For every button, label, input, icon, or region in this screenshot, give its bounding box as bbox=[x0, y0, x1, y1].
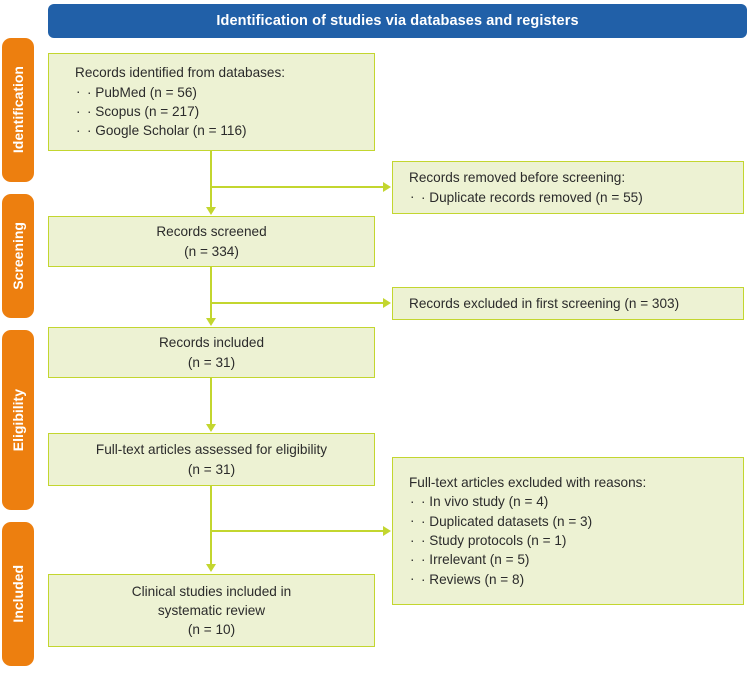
box-final-included-line3: (n = 10) bbox=[187, 622, 236, 638]
arrowhead-included-to-fulltext bbox=[206, 424, 216, 432]
box-records-removed-before-screening: Records removed before screening: · Dupl… bbox=[392, 161, 744, 214]
box-fulltext-excluded-title: Full-text articles excluded with reasons… bbox=[409, 475, 647, 491]
box-records-screened-line2: (n = 334) bbox=[184, 243, 239, 259]
stage-label-eligibility: Eligibility bbox=[2, 330, 34, 510]
box-final-included-line2: systematic review bbox=[157, 602, 266, 618]
connector-screened-to-excluded bbox=[210, 302, 384, 304]
list-item: · Scopus (n = 217) bbox=[75, 101, 374, 121]
list-item: · Irrelevant (n = 5) bbox=[409, 550, 743, 570]
diagram-header-banner: Identification of studies via databases … bbox=[48, 4, 747, 38]
list-item: · Reviews (n = 8) bbox=[409, 569, 743, 589]
list-item: · Duplicated datasets (n = 3) bbox=[409, 511, 743, 531]
box-records-screened-line1: Records screened bbox=[156, 224, 267, 240]
box-records-included-line1: Records included bbox=[158, 335, 265, 351]
connector-identified-to-removed bbox=[210, 186, 384, 188]
box-records-screened: Records screened (n = 334) bbox=[48, 216, 375, 267]
list-item: · In vivo study (n = 4) bbox=[409, 492, 743, 512]
box-fulltext-assessed-line1: Full-text articles assessed for eligibil… bbox=[95, 442, 328, 458]
box-records-included-line2: (n = 31) bbox=[187, 354, 236, 370]
box-records-removed-title: Records removed before screening: bbox=[409, 170, 626, 186]
connector-identified-to-screened bbox=[210, 151, 212, 209]
list-item: · Study protocols (n = 1) bbox=[409, 530, 743, 550]
stage-label-screening-text: Screening bbox=[10, 222, 26, 290]
box-records-identified: Records identified from databases: · Pub… bbox=[48, 53, 375, 151]
list-item: · Duplicate records removed (n = 55) bbox=[409, 187, 743, 207]
arrowhead-fulltext-to-final bbox=[206, 564, 216, 572]
stage-label-eligibility-text: Eligibility bbox=[10, 388, 26, 452]
box-records-identified-list: · PubMed (n = 56) · Scopus (n = 217) · G… bbox=[75, 82, 374, 141]
connector-screened-to-included bbox=[210, 267, 212, 320]
stage-label-included-text: Included bbox=[10, 565, 26, 623]
box-fulltext-excluded-list: · In vivo study (n = 4) · Duplicated dat… bbox=[409, 492, 743, 589]
box-records-excluded-first-screening: Records excluded in first screening (n =… bbox=[392, 287, 744, 320]
box-final-included-line1: Clinical studies included in bbox=[131, 583, 292, 599]
stage-label-included: Included bbox=[2, 522, 34, 666]
box-records-included: Records included (n = 31) bbox=[48, 327, 375, 378]
connector-included-to-fulltext bbox=[210, 378, 212, 426]
arrowhead-screened-to-included bbox=[206, 318, 216, 326]
box-fulltext-excluded: Full-text articles excluded with reasons… bbox=[392, 457, 744, 605]
box-records-excluded-first-screening-text: Records excluded in first screening (n =… bbox=[409, 295, 680, 311]
box-records-identified-title: Records identified from databases: bbox=[75, 65, 286, 81]
box-fulltext-assessed: Full-text articles assessed for eligibil… bbox=[48, 433, 375, 486]
list-item: · Google Scholar (n = 116) bbox=[75, 121, 374, 141]
box-records-removed-list: · Duplicate records removed (n = 55) bbox=[409, 187, 743, 207]
arrowhead-screened-to-excluded bbox=[383, 298, 391, 308]
stage-label-identification: Identification bbox=[2, 38, 34, 182]
list-item: · PubMed (n = 56) bbox=[75, 82, 374, 102]
box-fulltext-assessed-line2: (n = 31) bbox=[187, 461, 236, 477]
arrowhead-identified-to-removed bbox=[383, 182, 391, 192]
connector-fulltext-to-final bbox=[210, 486, 212, 566]
arrowhead-fulltext-to-excluded bbox=[383, 526, 391, 536]
arrowhead-identified-to-screened bbox=[206, 207, 216, 215]
stage-label-identification-text: Identification bbox=[10, 66, 26, 154]
box-final-included: Clinical studies included in systematic … bbox=[48, 574, 375, 647]
connector-fulltext-to-excluded bbox=[210, 530, 384, 532]
stage-label-screening: Screening bbox=[2, 194, 34, 318]
